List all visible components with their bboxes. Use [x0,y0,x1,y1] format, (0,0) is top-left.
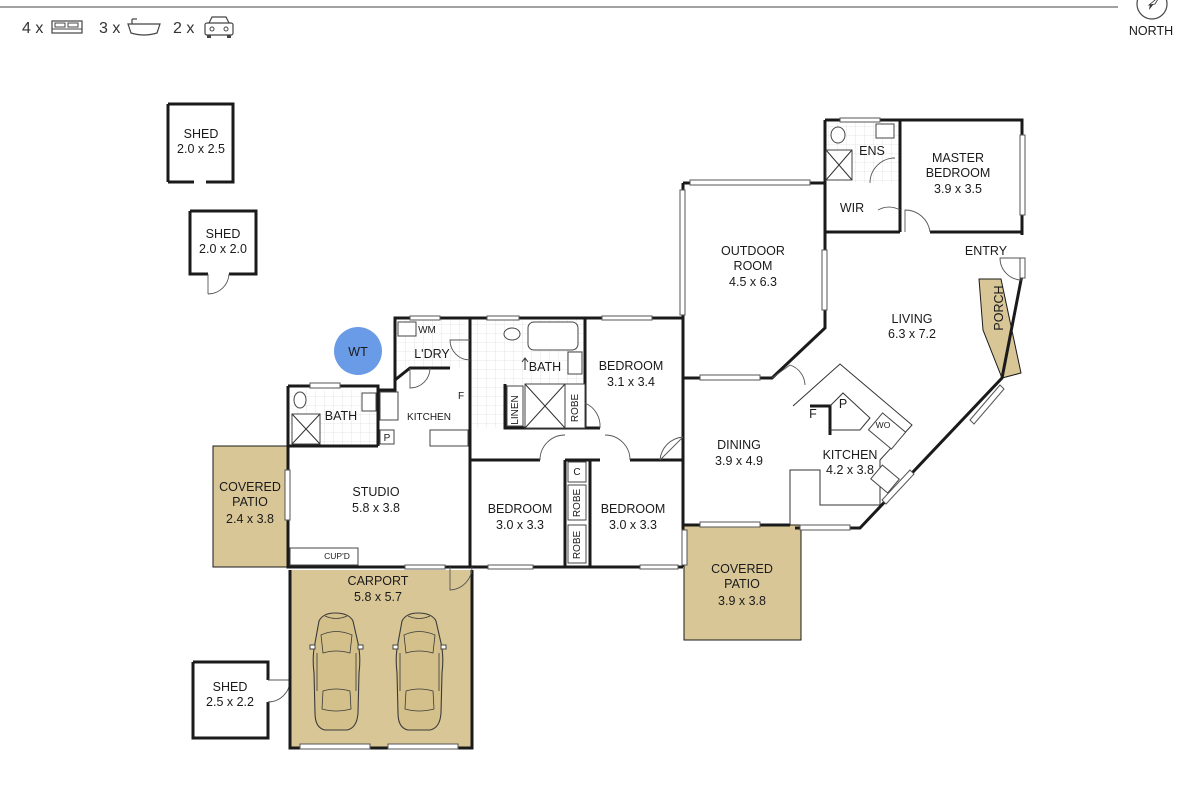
bedroom-3-size: 3.0 x 3.3 [609,518,657,532]
patio-right-size: 3.9 x 3.8 [718,594,766,608]
kitchen-f-label: F [809,407,817,421]
entry-label: ENTRY [965,244,1008,258]
svg-text:2.5 x 2.2: 2.5 x 2.2 [206,695,254,709]
patio-left-size: 2.4 x 3.8 [226,512,274,526]
car-1 [309,612,364,731]
kitchen-size: 4.2 x 3.8 [826,463,874,477]
patio-left-l2: PATIO [232,495,268,509]
porch [978,278,1022,379]
bedroom-count: 4 x [22,20,43,37]
bedroom-1-size: 3.1 x 3.4 [607,375,655,389]
water-tank: WT [334,327,382,375]
bathroom-count: 3 x [99,20,120,37]
master-l1: MASTER [932,151,984,165]
car-2 [392,612,447,731]
kitchen-wo-label: WO [876,420,891,430]
living-size: 6.3 x 7.2 [888,327,936,341]
shed-2: SHED 2.0 x 2.0 [188,209,258,295]
robe-3-label: ROBE [572,531,583,560]
patio-left-l1: COVERED [219,480,281,494]
patio-right-l2: PATIO [724,577,760,591]
studio-label: STUDIO [352,485,400,499]
kitchenette-label: KITCHEN [407,412,451,423]
shed-1: SHED 2.0 x 2.5 [166,102,235,184]
dining-size: 3.9 x 4.9 [715,454,763,468]
svg-text:WT: WT [348,345,368,359]
outdoor-room-l2: ROOM [734,259,773,273]
covered-patio-right [683,524,802,641]
bathtub-icon [127,18,161,36]
kitchenette-p-label: P [384,433,391,444]
room-labels: L'DRY WM BATH BATH KITCHEN P F COVERED P… [219,144,1008,608]
outdoor-room-l1: OUTDOOR [721,244,785,258]
wm-label: WM [418,325,436,336]
patio-right-l1: COVERED [711,562,773,576]
bedroom-1-label: BEDROOM [599,359,664,373]
master-l2: BEDROOM [926,166,991,180]
kitchen-p-label: P [839,397,847,411]
cupd-label: CUP'D [324,551,350,561]
doors [409,157,1023,591]
svg-text:2.0 x 2.0: 2.0 x 2.0 [199,242,247,256]
closet-c-label: C [573,467,580,478]
compass-icon [1136,0,1168,20]
carport-label: CARPORT [348,574,409,588]
outdoor-room-size: 4.5 x 6.3 [729,275,777,289]
covered-patio-left [212,445,289,568]
parking-count: 2 x [173,20,194,37]
robe-2-label: ROBE [572,489,583,518]
laundry-label: L'DRY [414,347,450,361]
car-icon [204,16,234,38]
kitchen-label: KITCHEN [823,448,878,462]
studio-size: 5.8 x 3.8 [352,501,400,515]
bedroom-2-label: BEDROOM [488,502,553,516]
dining-label: DINING [717,438,761,452]
north-label: NORTH [1129,24,1173,38]
porch-label: PORCH [992,285,1006,330]
wir-label: WIR [840,201,864,215]
master-size: 3.9 x 3.5 [934,182,982,196]
bath-left-label: BATH [325,409,357,423]
svg-text:SHED: SHED [206,227,241,241]
robe-1-label: ROBE [570,394,581,423]
windows [284,117,1026,750]
bath-mid-label: BATH [529,360,561,374]
ens-label: ENS [859,144,885,158]
linen-label: LINEN [510,395,521,424]
bedroom-3-label: BEDROOM [601,502,666,516]
kitchenette-f-label: F [458,391,464,402]
svg-text:SHED: SHED [213,680,248,694]
bed-icon [51,20,83,34]
shed-3: SHED 2.5 x 2.2 [191,660,291,740]
living-label: LIVING [892,312,933,326]
fixtures [289,123,907,566]
svg-text:SHED: SHED [184,127,219,141]
bedroom-2-size: 3.0 x 3.3 [496,518,544,532]
carport-size: 5.8 x 5.7 [354,590,402,604]
svg-text:2.0 x 2.5: 2.0 x 2.5 [177,142,225,156]
